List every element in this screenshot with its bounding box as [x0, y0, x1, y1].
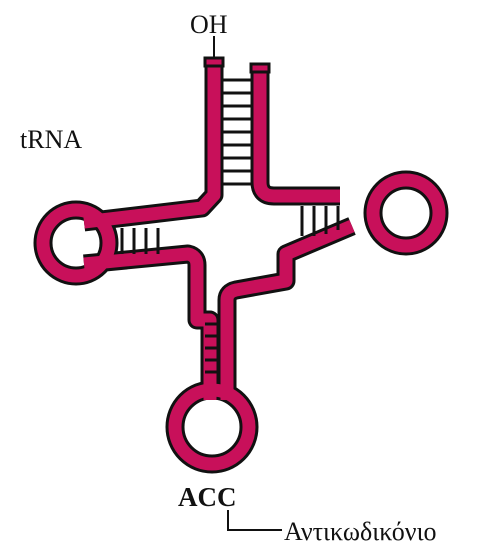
acceptor-5prime-cap: [205, 58, 223, 66]
anticodon-pointer-line: [228, 510, 282, 530]
anticodon-label: Αντικωδικόνιο: [284, 517, 437, 546]
anticodon-sequence: ACC: [178, 482, 237, 512]
d-loop: [43, 210, 109, 276]
anticodon-arm-right-strand: [227, 226, 352, 400]
t-arm-upper-strand: [260, 64, 340, 196]
anticodon-loop: [175, 390, 249, 464]
acceptor-stem-base-pairs: [223, 80, 251, 184]
oh-end-label: OH: [190, 10, 228, 39]
acceptor-3prime-cap: [251, 64, 269, 72]
acceptor-arm-5prime: [84, 58, 214, 222]
diagram-title: tRNA: [20, 125, 82, 154]
t-loop: [373, 180, 439, 246]
